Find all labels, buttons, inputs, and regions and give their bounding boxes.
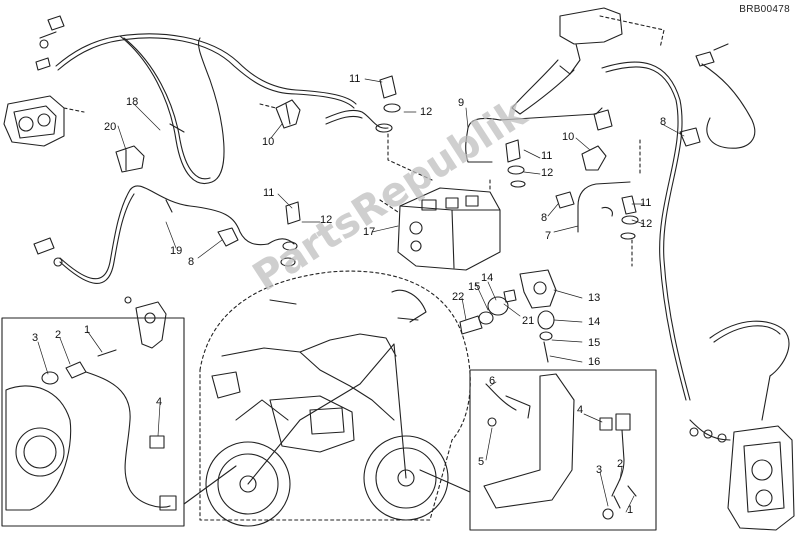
label-3a: 3 (32, 332, 39, 344)
banjo-bolt-top-left (35, 15, 65, 71)
label-22: 22 (452, 291, 465, 303)
clamp-8c (555, 191, 575, 209)
inset-right (469, 369, 657, 531)
label-9: 9 (458, 97, 465, 109)
label-12a: 12 (420, 106, 433, 118)
label-7: 7 (545, 230, 552, 242)
label-11a: 11 (349, 73, 361, 85)
label-8c: 8 (541, 212, 548, 224)
inset-left-parts (5, 349, 177, 511)
label-leaders (37, 78, 685, 513)
brake-pipe-9 (465, 107, 603, 188)
dashed-leaders (63, 15, 665, 267)
label-2b: 2 (617, 458, 624, 470)
pipe-12a (325, 75, 401, 133)
label-11c: 11 (263, 187, 275, 199)
label-6: 6 (489, 375, 496, 387)
label-1a: 1 (84, 324, 91, 336)
label-8b: 8 (188, 256, 195, 268)
label-12d: 12 (640, 218, 653, 230)
label-12b: 12 (541, 167, 554, 179)
label-10a: 10 (262, 136, 275, 148)
label-8a: 8 (660, 116, 667, 128)
label-14b: 14 (588, 316, 601, 328)
brake-hose-19 (59, 185, 269, 280)
bracket-13 (519, 269, 557, 309)
abs-control-unit (397, 187, 501, 271)
label-13: 13 (588, 292, 601, 304)
label-4a: 4 (156, 396, 163, 408)
motorcycle-dashed-outline (199, 270, 471, 521)
label-14a: 14 (481, 272, 494, 284)
label-19: 19 (170, 245, 183, 257)
clamp-10b (581, 109, 613, 171)
label-15a: 15 (468, 281, 481, 293)
clamp-8b (217, 227, 239, 247)
label-1b: 1 (627, 504, 634, 516)
brake-pipe-7 (577, 181, 639, 240)
brake-hose-right-long (601, 61, 691, 401)
rear-master-cylinder (124, 296, 167, 349)
speed-sensor-20 (115, 145, 145, 173)
label-18: 18 (126, 96, 139, 108)
pipe-fitting-11-12-left (267, 201, 301, 267)
label-15b: 15 (588, 337, 601, 349)
grommet-14-15 (459, 289, 555, 363)
brake-lever (511, 59, 575, 115)
label-20: 20 (104, 121, 117, 133)
document-code: BRB00478 (739, 4, 790, 15)
label-11b: 11 (541, 150, 553, 162)
label-21: 21 (522, 315, 535, 327)
inset-left (1, 317, 185, 527)
label-11d: 11 (640, 197, 652, 209)
brake-hose-front-left (55, 33, 357, 105)
label-17: 17 (363, 226, 376, 238)
front-master-cylinder (511, 7, 623, 115)
label-4b: 4 (577, 404, 584, 416)
label-5: 5 (478, 456, 485, 468)
label-16: 16 (588, 356, 601, 368)
brake-hose-18 (119, 35, 225, 184)
motorcycle (205, 289, 449, 527)
inset-right-parts (483, 373, 637, 520)
label-3b: 3 (596, 464, 603, 476)
clamp-10a (275, 99, 301, 129)
label-10b: 10 (562, 131, 575, 143)
clamp-8a (679, 127, 701, 147)
rear-right-caliper (727, 425, 795, 531)
label-12c: 12 (320, 214, 333, 226)
label-2a: 2 (55, 329, 62, 341)
front-left-caliper (3, 95, 65, 147)
